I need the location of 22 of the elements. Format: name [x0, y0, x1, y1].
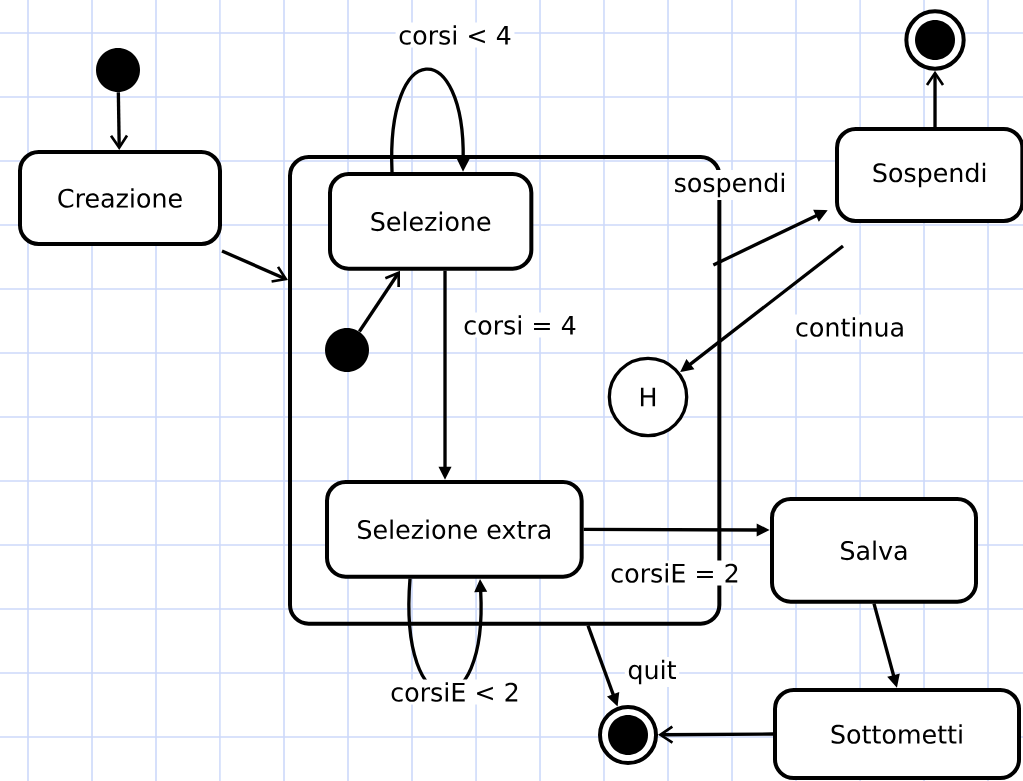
state-box: Salva: [770, 497, 978, 604]
edge-label: continua: [792, 314, 908, 340]
arrow: [658, 725, 774, 744]
edge-label: corsiE = 2: [607, 560, 743, 586]
state-box: Sospendi: [835, 127, 1023, 223]
edge-label: corsi = 4: [460, 312, 580, 338]
edge-label: corsi < 4: [395, 22, 515, 48]
state-box: Sottometti: [773, 688, 1021, 780]
arrow: [925, 70, 945, 127]
arrow: [221, 249, 288, 283]
state-box: Selezione extra: [325, 480, 584, 579]
arrow: [109, 92, 129, 150]
arrow: [358, 270, 400, 333]
edge-label: quit: [624, 657, 680, 687]
initial-state-dot: [325, 328, 369, 372]
arrow: [390, 67, 470, 172]
state-box: Creazione: [18, 150, 222, 246]
final-state-dot: [598, 705, 658, 765]
edge-label: corsiE < 2: [387, 679, 523, 705]
state-box: Selezione: [328, 172, 534, 271]
edge-label: sospendi: [670, 170, 790, 200]
initial-state-dot: [96, 48, 140, 92]
